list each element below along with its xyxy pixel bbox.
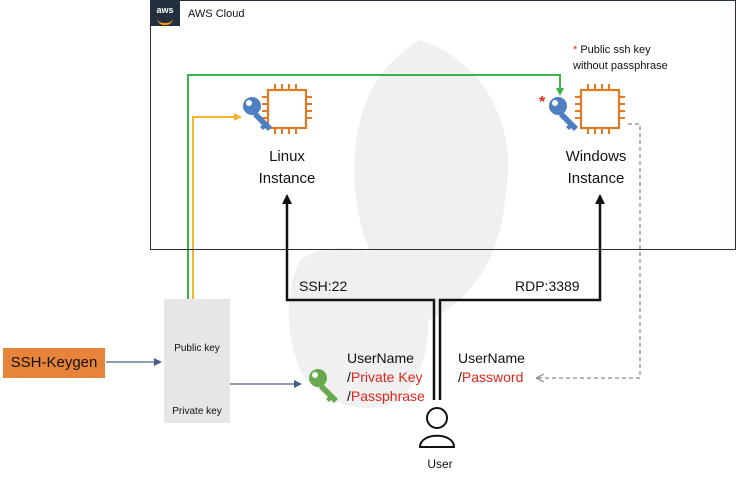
linux-private-key-text: Private Key	[350, 369, 423, 385]
windows-password-text: Password	[461, 369, 524, 385]
linux-label-line1: Linux	[269, 148, 305, 165]
note-line2: without passphrase	[573, 60, 668, 72]
linux-slash-2: /	[347, 388, 351, 404]
aws-smile-icon	[157, 18, 173, 25]
public-key-label: Public key	[174, 343, 220, 354]
linux-passphrase-text: Passphrase	[350, 388, 425, 404]
user-icon	[418, 407, 456, 448]
linux-slash-1: /	[347, 369, 351, 385]
windows-asterisk: *	[539, 94, 546, 111]
public-key-to-linux-line	[192, 113, 242, 310]
user-private-key-icon	[309, 369, 338, 403]
windows-label-line1: Windows	[565, 148, 627, 165]
user-connection-lines	[282, 194, 605, 400]
linux-credentials: UserName /Private Key /Passphrase	[347, 349, 425, 406]
watermark-logo	[288, 40, 509, 409]
public-key-note: * Public ssh key without passphrase	[573, 42, 668, 74]
user-label: User	[427, 457, 453, 471]
windows-to-password-dashed-line	[538, 123, 641, 378]
linux-label-line2: Instance	[258, 170, 316, 187]
linux-username: UserName	[347, 350, 414, 366]
ssh-keygen-box: SSH-Keygen	[3, 348, 105, 378]
rdp-port-label: RDP:3389	[515, 278, 580, 294]
windows-instance-label: Windows Instance	[536, 146, 656, 190]
windows-credentials: UserName /Password	[458, 349, 525, 387]
linux-instance-label: Linux Instance	[227, 146, 347, 190]
private-key-label: Private key	[172, 406, 222, 417]
aws-cloud-label: AWS Cloud	[188, 8, 245, 20]
windows-public-key-icon	[549, 97, 578, 131]
windows-username: UserName	[458, 350, 525, 366]
note-asterisk: *	[573, 44, 578, 56]
linux-public-key-icon	[243, 97, 272, 131]
aws-cloud-boundary	[150, 0, 736, 250]
note-line1: Public ssh key	[580, 44, 651, 56]
key-pair-panel	[164, 299, 230, 423]
windows-slash: /	[458, 369, 462, 385]
public-key-to-windows-line	[187, 74, 564, 310]
ssh-port-label: SSH:22	[299, 278, 348, 294]
windows-label-line2: Instance	[567, 170, 625, 187]
aws-logo-text: aws	[156, 5, 174, 15]
